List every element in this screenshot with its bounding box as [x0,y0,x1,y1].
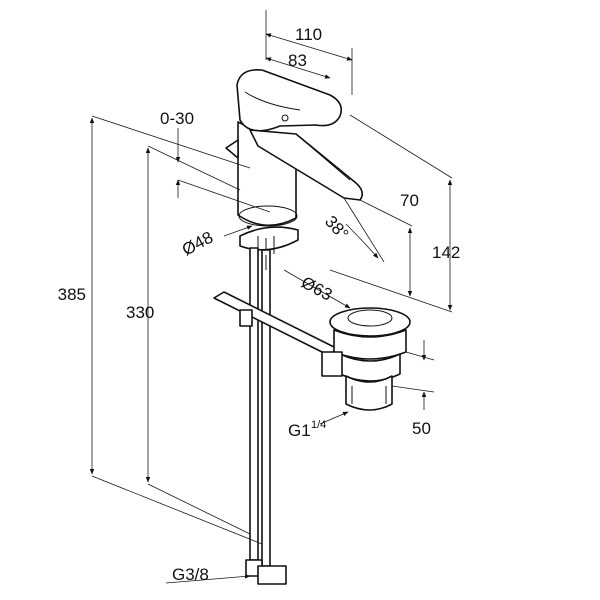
label-110: 110 [295,25,322,44]
dimension-lines [89,10,453,584]
label-330: 330 [126,303,154,322]
waste-drain [321,307,411,411]
label-385: 385 [58,285,86,304]
label-0-30: 0-30 [160,109,194,128]
label-38-degrees: 38° [321,212,352,244]
faucet-body [225,68,364,227]
label-g3-8: G3/8 [172,565,209,584]
label-g1-fraction: 1/4 [311,419,326,431]
hose-fittings [245,559,287,585]
label-diameter-63: Ø63 [298,273,335,305]
label-g1: G1 [288,421,311,440]
label-50: 50 [412,419,431,438]
label-70: 70 [400,191,419,210]
label-diameter-48: Ø48 [179,228,216,260]
label-142: 142 [432,243,460,262]
pop-up-rod [213,291,337,357]
supply-hoses [249,247,271,567]
label-83: 83 [288,51,307,70]
